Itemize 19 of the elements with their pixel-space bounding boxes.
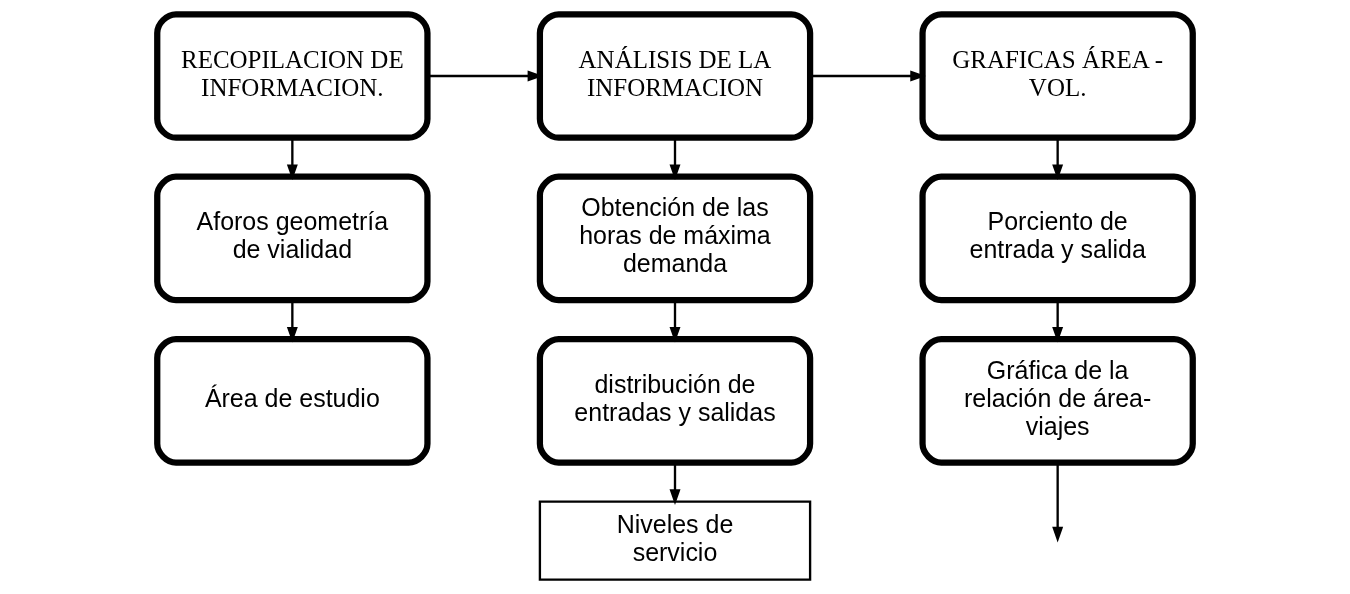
node-box: Aforos geometría de vialidad xyxy=(154,173,431,304)
arrow xyxy=(1052,137,1064,181)
node-box: GRAFICAS ÁREA - VOL. xyxy=(919,11,1196,141)
arrow xyxy=(286,300,298,343)
node-box: RECOPILACION DE INFORMACION. xyxy=(154,11,431,141)
arrow xyxy=(669,300,681,343)
node-box: Niveles de servicio xyxy=(538,500,812,581)
arrow xyxy=(1052,300,1064,343)
node-box: Gráfica de la relación de área- viajes xyxy=(919,336,1196,466)
node-box: distribución de entradas y salidas xyxy=(536,336,814,466)
arrow xyxy=(286,137,298,181)
node-box: Obtención de las horas de máxima demanda xyxy=(536,173,814,304)
arrow xyxy=(1052,462,1064,543)
arrow xyxy=(669,462,681,505)
node-box: Porciento de entrada y salida xyxy=(919,173,1196,304)
arrow xyxy=(669,137,681,181)
node-box: ANÁLISIS DE LA INFORMACION xyxy=(536,11,814,141)
node-box: Área de estudio xyxy=(154,336,431,466)
arrow xyxy=(810,70,926,82)
